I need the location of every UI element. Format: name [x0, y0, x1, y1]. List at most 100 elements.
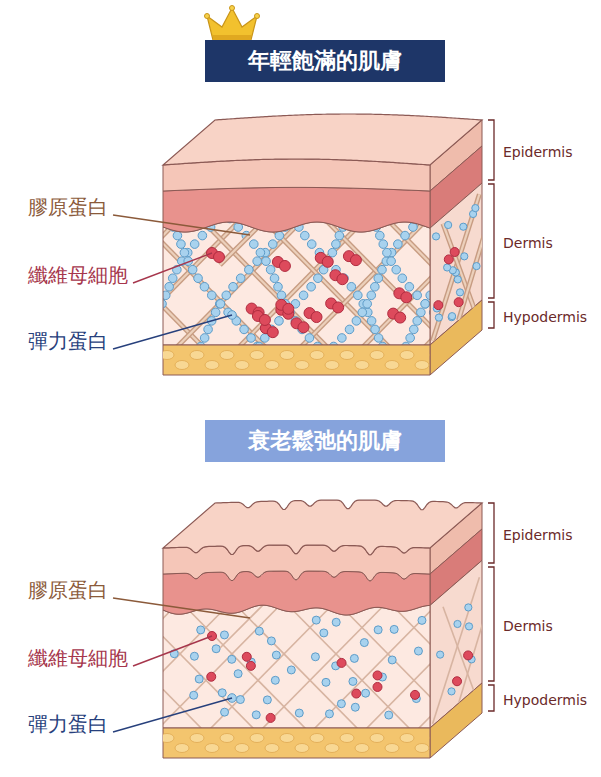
elastin-bead — [198, 231, 207, 240]
fat-cell — [415, 361, 429, 370]
crown-gem — [205, 14, 210, 19]
label-box: 纖維母細胞 — [28, 646, 128, 670]
leader-line — [133, 253, 212, 283]
crown-shape — [207, 8, 257, 40]
fat-cell — [400, 351, 414, 360]
elastin-bead — [163, 291, 170, 300]
skin-block — [53, 500, 567, 758]
elastin-bead — [180, 248, 189, 257]
elastin-bead — [190, 691, 198, 699]
fat-cell — [280, 734, 294, 743]
elastin-bead — [454, 620, 461, 627]
fibroblast-cell — [337, 658, 346, 667]
elastin-bead — [435, 314, 442, 321]
elastin-bead — [262, 257, 271, 266]
elastin-bead — [263, 696, 271, 704]
elastin-bead — [461, 253, 468, 260]
elastin-bead — [207, 291, 216, 300]
elastin-bead — [426, 291, 430, 300]
elastin-bead — [332, 618, 340, 626]
elastin-bead — [460, 223, 467, 230]
layer-bracket — [488, 685, 494, 711]
elastin-bead — [271, 676, 279, 684]
fat-cell — [310, 734, 324, 743]
elastin-bead — [379, 240, 388, 249]
fat-cell — [175, 361, 189, 370]
elastin-bead — [190, 652, 198, 660]
elastin-bead — [204, 325, 213, 334]
fat-cell — [250, 351, 264, 360]
elastin-bead — [307, 240, 316, 249]
elastin-bead — [374, 626, 382, 634]
elastin-bead — [275, 317, 284, 326]
elastin-bead — [229, 282, 238, 291]
fibroblast-cell — [283, 303, 294, 314]
leader-line — [113, 215, 250, 235]
fat-cell — [310, 351, 324, 360]
elastin-bead — [249, 240, 258, 249]
elastin-bead — [268, 240, 277, 249]
elastin-bead — [465, 604, 472, 611]
collagen-fiber — [443, 607, 474, 692]
elastin-bead — [454, 276, 461, 283]
fat-cell — [355, 744, 369, 753]
elastin-bead — [228, 655, 236, 663]
leader-line — [113, 315, 232, 349]
crown-icon — [205, 6, 260, 41]
fat-cell — [250, 734, 264, 743]
elastin-bead — [417, 308, 426, 317]
layer-brackets — [488, 120, 494, 328]
fat-cell — [175, 744, 189, 753]
collagen-fiber — [433, 577, 480, 724]
layer-bracket — [488, 302, 494, 328]
elastin-bead — [350, 654, 358, 662]
elastin-bead — [177, 240, 186, 249]
dermis-outline — [163, 605, 430, 728]
fibroblast-cell — [350, 255, 361, 266]
elastin-bead — [337, 700, 345, 708]
elastin-bead — [220, 631, 228, 639]
elastin-bead — [394, 240, 403, 249]
collagen-fiber — [459, 609, 488, 704]
fibroblast-cell — [352, 689, 361, 698]
skin-surface — [163, 500, 482, 555]
elastin-bead — [456, 289, 463, 296]
elastin-bead — [287, 666, 295, 674]
elastin-bead — [335, 231, 344, 240]
elastin-bead — [252, 711, 260, 719]
elastin-bead — [325, 710, 333, 718]
elastin-bead — [413, 291, 422, 300]
elastin-bead — [387, 257, 396, 266]
elastin-bead — [236, 274, 245, 283]
dermis-outline — [163, 222, 430, 345]
fibroblast-cell — [444, 255, 453, 264]
elastin-bead — [398, 274, 407, 283]
layer-bracket — [488, 120, 494, 180]
elastin-bead — [255, 627, 263, 635]
elastin-bead — [216, 300, 225, 309]
fat-cell — [415, 744, 429, 753]
side-dermis-content — [432, 194, 487, 341]
label-box: Dermis — [503, 616, 553, 635]
fibroblast-cell — [214, 252, 225, 263]
elastin-bead — [266, 265, 275, 274]
elastin-bead — [272, 651, 280, 659]
leader-line — [113, 598, 250, 618]
skin-block — [53, 114, 575, 375]
elastin-bead — [360, 639, 368, 647]
label-box: 彈力蛋白 — [28, 712, 108, 736]
fibroblast-cell — [454, 298, 463, 307]
elastin-bead — [168, 274, 177, 283]
elastin-bead — [405, 282, 414, 291]
elastin-bead — [406, 334, 415, 343]
elastin-bead — [188, 265, 197, 274]
fat-cell — [235, 744, 249, 753]
elastin-bead — [371, 282, 380, 291]
fibroblast-cell — [395, 312, 406, 323]
collagen-fiber — [459, 226, 488, 321]
layer-label: Hypodermis — [503, 309, 587, 326]
elastin-bead — [275, 231, 284, 240]
elastin-bead — [465, 623, 472, 630]
fat-cell — [265, 361, 279, 370]
fat-cell — [370, 351, 384, 360]
